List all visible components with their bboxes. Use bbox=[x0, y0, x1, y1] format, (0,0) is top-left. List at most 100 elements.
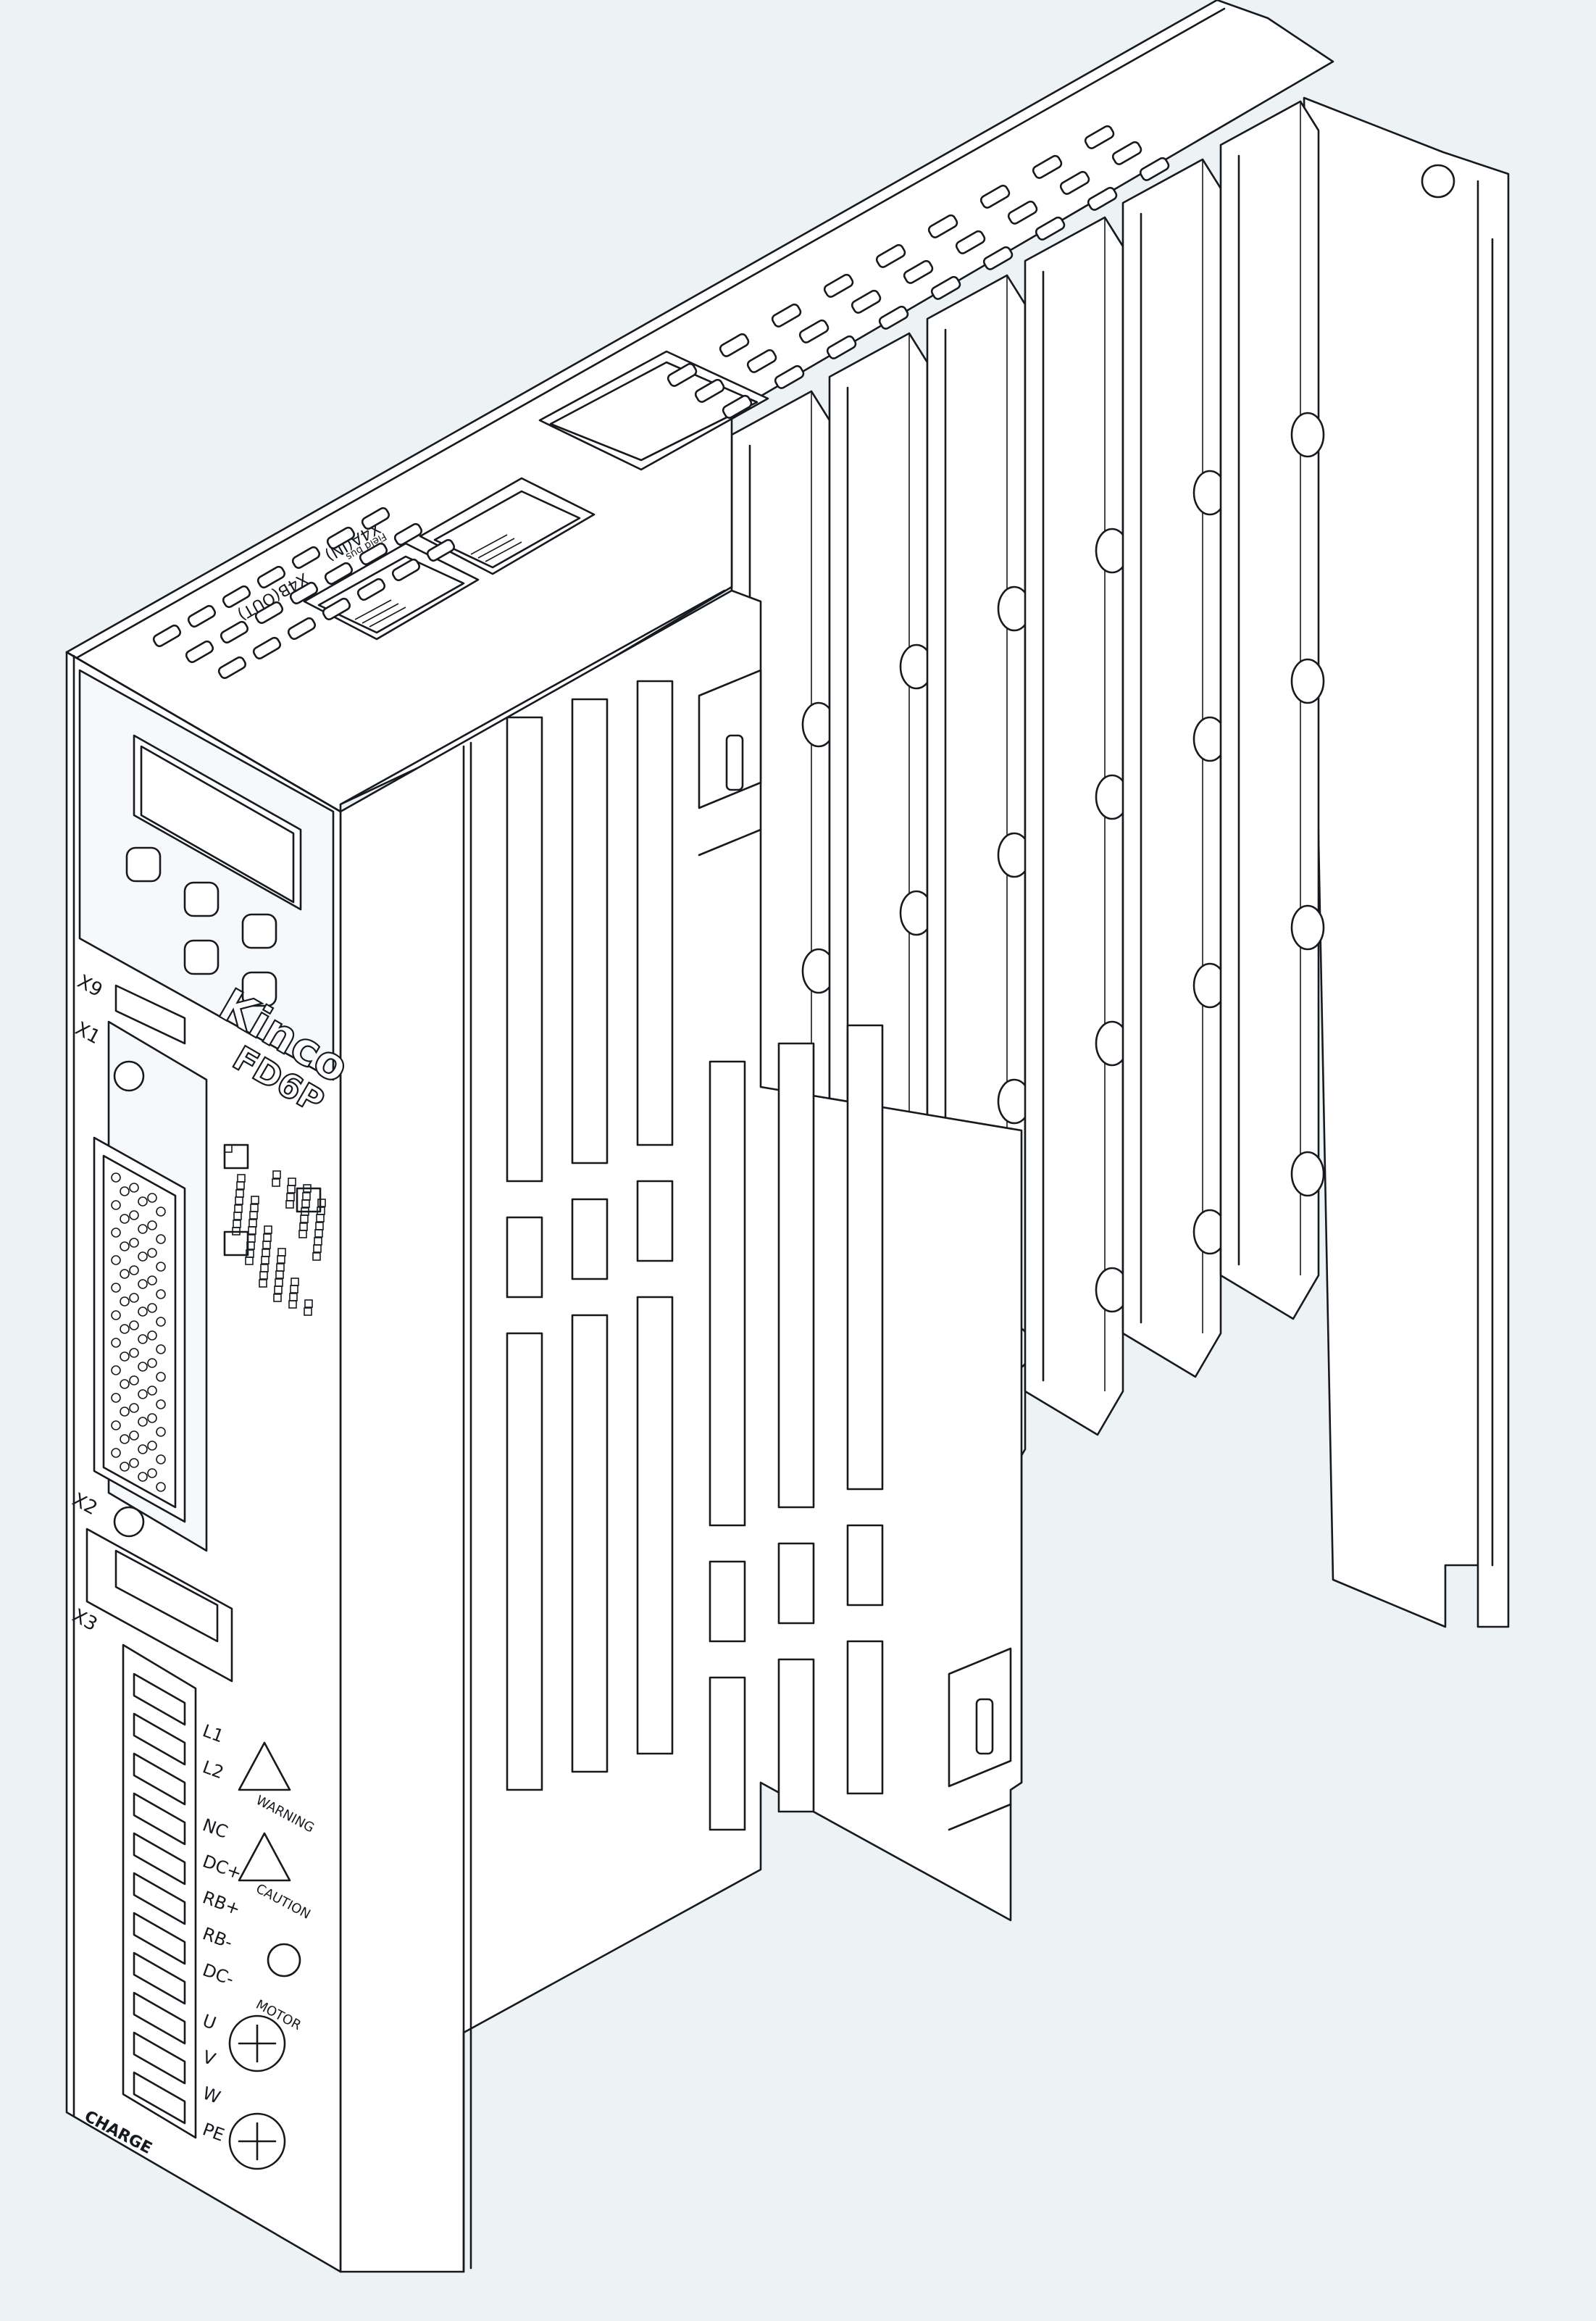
terminal-slot[interactable] bbox=[133, 1672, 186, 1726]
side-slot bbox=[571, 1314, 609, 1773]
connector-pin bbox=[147, 1441, 157, 1451]
connector-pin bbox=[138, 1444, 148, 1454]
vent-slot bbox=[851, 289, 882, 314]
qr-module bbox=[272, 1178, 280, 1187]
rj45-port-out[interactable] bbox=[303, 542, 480, 641]
terminal-slot[interactable] bbox=[133, 1912, 186, 1965]
terminal-slot[interactable] bbox=[133, 2031, 186, 2085]
keypad-buttons[interactable] bbox=[125, 846, 277, 1007]
lcd-display bbox=[133, 734, 302, 911]
snap-clip-bottom bbox=[948, 1647, 1012, 1831]
connector-pin bbox=[111, 1365, 121, 1375]
connector-pin bbox=[120, 1379, 130, 1389]
terminal-slot[interactable] bbox=[133, 1792, 186, 1846]
qr-module bbox=[317, 1199, 326, 1207]
power-terminal-block[interactable] bbox=[122, 1643, 197, 2139]
connector-pin bbox=[147, 1468, 157, 1478]
vent-slot bbox=[222, 585, 251, 608]
rj45-port-in[interactable] bbox=[419, 477, 596, 575]
terminal-slots bbox=[133, 1672, 186, 2125]
qr-module bbox=[290, 1285, 298, 1293]
qr-module bbox=[275, 1270, 284, 1279]
connector-pin bbox=[120, 1269, 130, 1279]
qr-finder bbox=[296, 1187, 322, 1213]
key-button-enter[interactable] bbox=[241, 971, 277, 1007]
terminal-slot[interactable] bbox=[133, 1712, 186, 1766]
x1-screw-bottom bbox=[113, 1506, 145, 1538]
terminal-slot[interactable] bbox=[133, 2071, 186, 2125]
vent-slot bbox=[927, 214, 958, 238]
vent-slot bbox=[771, 303, 802, 328]
qr-module bbox=[261, 1256, 270, 1264]
key-button-up[interactable] bbox=[183, 881, 220, 917]
connector-pin bbox=[156, 1372, 166, 1382]
vent-slot bbox=[220, 620, 249, 643]
qr-module bbox=[287, 1185, 296, 1193]
connector-pin bbox=[147, 1413, 157, 1423]
vent-slot bbox=[1084, 125, 1115, 149]
vent-slot bbox=[1139, 157, 1170, 181]
mounting-hole bbox=[1421, 164, 1455, 199]
connector-pin bbox=[129, 1210, 139, 1220]
vent-slot bbox=[722, 394, 753, 419]
terminal-slot[interactable] bbox=[133, 1832, 186, 1885]
connector-pin bbox=[138, 1417, 148, 1427]
snap-clip-top bbox=[698, 669, 762, 857]
vent-slot bbox=[391, 558, 421, 581]
connector-pin bbox=[111, 1283, 121, 1293]
fin-rib bbox=[1290, 412, 1325, 458]
side-slot bbox=[506, 1332, 543, 1791]
qr-module bbox=[264, 1225, 272, 1234]
fin-rib bbox=[1290, 1151, 1325, 1197]
vent-slot bbox=[930, 275, 961, 300]
vent-slot bbox=[1087, 186, 1118, 211]
vent-slot bbox=[1111, 141, 1142, 165]
key-button-down[interactable] bbox=[241, 913, 277, 949]
connector-pin bbox=[138, 1307, 148, 1317]
mounting-plate bbox=[1303, 96, 1510, 1628]
terminal-slot[interactable] bbox=[133, 1951, 186, 2005]
side-slot bbox=[777, 1658, 815, 1813]
vent-slot bbox=[982, 246, 1014, 270]
x1-screw-top bbox=[113, 1060, 145, 1092]
qr-module bbox=[249, 1211, 258, 1220]
vent-slot bbox=[826, 335, 857, 359]
vent-slot bbox=[774, 364, 805, 389]
connector-pin bbox=[138, 1251, 148, 1262]
x1-connector-pins bbox=[111, 1172, 166, 1492]
connector-pin bbox=[147, 1193, 157, 1203]
key-button-mode[interactable] bbox=[125, 846, 162, 883]
connector-pin bbox=[120, 1186, 130, 1196]
caution-hot-icon bbox=[238, 1832, 291, 1882]
key-button-shift[interactable] bbox=[183, 939, 220, 975]
connector-pin bbox=[138, 1389, 148, 1399]
qr-module bbox=[277, 1255, 285, 1264]
vent-slot bbox=[1035, 216, 1066, 241]
usb-port-x9[interactable] bbox=[114, 984, 186, 1045]
vent-slot bbox=[667, 362, 698, 387]
connector-pin bbox=[111, 1393, 121, 1403]
x1-connector[interactable] bbox=[93, 1136, 186, 1523]
connector-pin bbox=[120, 1241, 130, 1251]
qr-module bbox=[233, 1212, 242, 1220]
connector-pin bbox=[138, 1362, 148, 1372]
terminal-slot[interactable] bbox=[133, 1991, 186, 2045]
connector-pin bbox=[147, 1275, 157, 1285]
connector-pin bbox=[120, 1407, 130, 1417]
side-slot bbox=[846, 1640, 884, 1795]
terminal-slot[interactable] bbox=[133, 1752, 186, 1806]
connector-pin bbox=[138, 1224, 148, 1234]
side-slot bbox=[506, 1216, 543, 1299]
vent-slot bbox=[393, 522, 423, 546]
connector-pin bbox=[156, 1207, 166, 1217]
connector-pin bbox=[147, 1358, 157, 1368]
terminal-slot[interactable] bbox=[133, 1872, 186, 1925]
vent-slot bbox=[252, 636, 282, 659]
connector-pin bbox=[120, 1214, 130, 1224]
connector-pin bbox=[111, 1448, 121, 1458]
qr-module bbox=[304, 1299, 313, 1308]
qr-module bbox=[245, 1257, 254, 1265]
x2-port[interactable] bbox=[85, 1528, 233, 1683]
connector-pin bbox=[138, 1196, 148, 1207]
